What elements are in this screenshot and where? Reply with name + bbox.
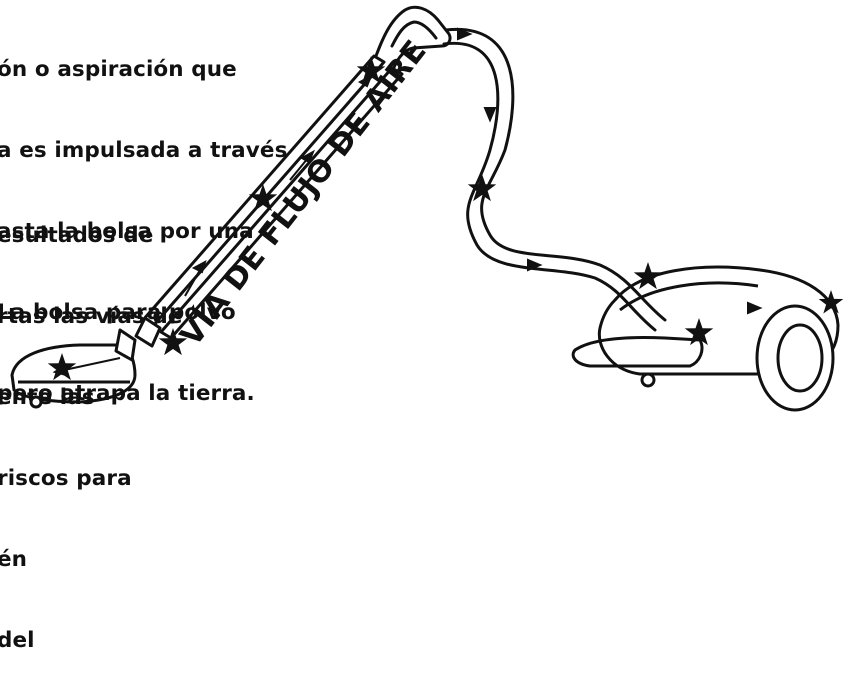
arrow-icon: [483, 107, 497, 123]
results-line: riscos para: [0, 466, 132, 491]
arrow-icon: [527, 258, 543, 272]
intro-line: asta la bolsa por una: [0, 219, 254, 244]
hose: [442, 27, 667, 332]
intro-line: pero atrapa la tierra.: [0, 381, 255, 406]
handle: [374, 5, 452, 74]
airflow-stars: [47, 56, 843, 381]
results-line: én: [0, 547, 28, 572]
arrow-icon: [747, 301, 763, 315]
star-icon: [47, 353, 77, 381]
vacuum-airflow-diagram: VÍA DE FLUJO DE AIRE: [10, 5, 843, 412]
canister-body: [571, 265, 840, 412]
star-icon: [633, 262, 663, 290]
airflow-arrows: [52, 27, 763, 377]
intro-paragraph: ón o aspiración que a es impulsada a tra…: [0, 2, 287, 434]
intro-line: ón o aspiración que: [0, 57, 237, 82]
airflow-label: VÍA DE FLUJO DE AIRE: [173, 33, 434, 353]
arrow-icon: [299, 149, 315, 164]
results-line: rtas las vías de: [0, 304, 183, 329]
arrow-icon: [191, 259, 207, 274]
intro-line: a es impulsada a través: [0, 138, 288, 163]
results-line: del: [0, 628, 35, 653]
results-line: esultados de: [0, 223, 154, 248]
results-line: ente las: [0, 385, 95, 410]
floor-nozzle: [10, 316, 162, 409]
arrow-icon: [457, 27, 473, 41]
